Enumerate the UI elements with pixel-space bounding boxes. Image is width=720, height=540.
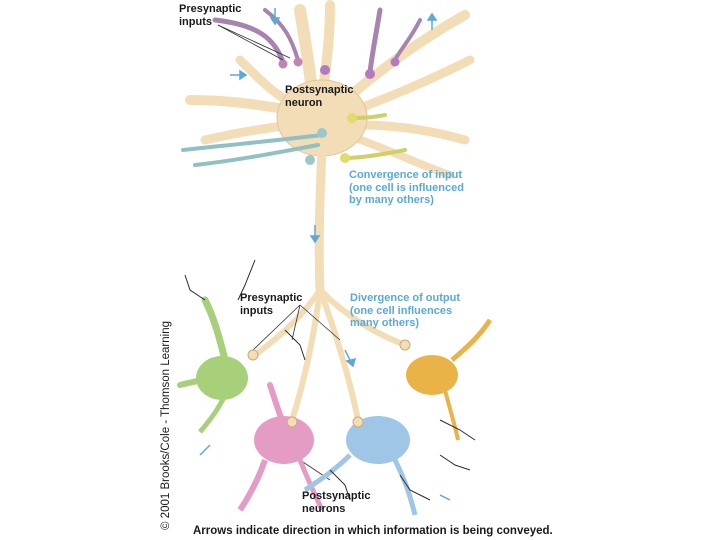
top-synaptic-knobs [278,57,400,165]
presynaptic-inputs-top-label: Presynaptic inputs [179,3,242,28]
direction-arrows [199,8,451,501]
presynaptic-inputs-bottom-label: Presynaptic inputs [240,292,303,317]
arrow-icon [199,444,211,456]
postsynaptic-neurons-label: Postsynaptic neurons [302,490,371,515]
bottom-synaptic-knobs [247,339,411,428]
arrow-icon [309,225,321,244]
copyright-credit: © 2001 Brooks/Cole - Thomson Learning [160,321,172,530]
green-neuron [177,296,248,434]
arrow-icon [230,69,248,81]
pink-neuron [237,382,325,512]
blue-neuron [303,416,418,516]
divergence-label: Divergence of output (one cell influence… [350,292,461,329]
figure-caption: Arrows indicate direction in which infor… [193,525,553,537]
postsynaptic-neuron-label: Postsynaptic neuron [285,84,354,109]
arrow-icon [426,12,438,30]
dark-dendrites [184,259,476,501]
arrow-icon [439,494,451,501]
arrow-icon [269,8,281,26]
convergence-label: Convergence of input (one cell is influe… [349,169,464,206]
orange-neuron [406,318,493,441]
arrow-icon [344,349,357,368]
